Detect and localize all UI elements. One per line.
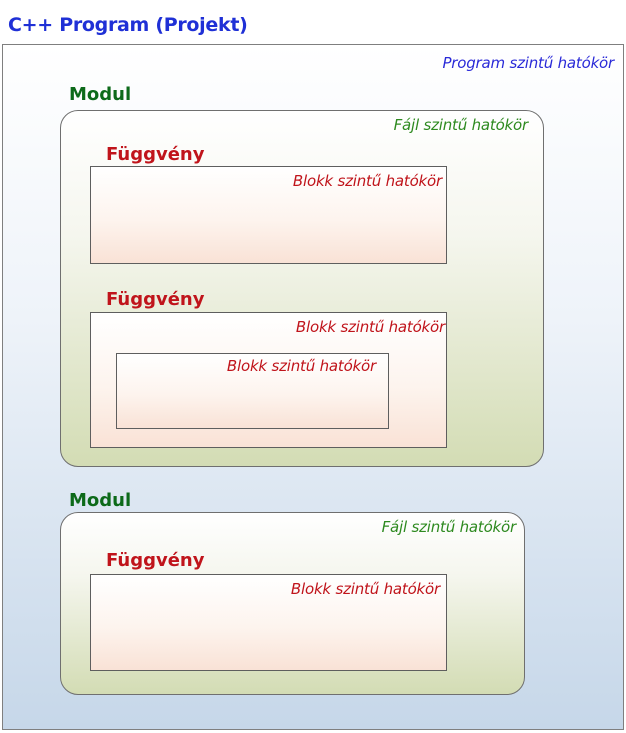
module-2-function-1-block	[90, 574, 447, 671]
module-2-label: Modul	[69, 490, 132, 511]
module-1-scope-label: Fájl szintű hatókör	[393, 116, 529, 134]
module-1-function-1-label: Függvény	[106, 144, 205, 165]
module-1-label: Modul	[69, 84, 132, 105]
module-1-function-1-block-scope: Blokk szintű hatókör	[292, 172, 442, 190]
program-scope-label: Program szintű hatókör	[442, 54, 614, 72]
module-1-function-2-block-scope: Blokk szintű hatókör	[295, 318, 445, 336]
module-1-function-2-inner-block	[116, 353, 389, 429]
module-1-function-2-label: Függvény	[106, 289, 205, 310]
module-1-function-2-inner-block-scope: Blokk szintű hatókör	[226, 357, 376, 375]
module-2-function-1-block-scope: Blokk szintű hatókör	[290, 580, 440, 598]
diagram-title: C++ Program (Projekt)	[8, 14, 248, 36]
module-2-function-1-label: Függvény	[106, 550, 205, 571]
module-1-function-1-block	[90, 166, 447, 264]
module-2-scope-label: Fájl szintű hatókör	[381, 518, 517, 536]
